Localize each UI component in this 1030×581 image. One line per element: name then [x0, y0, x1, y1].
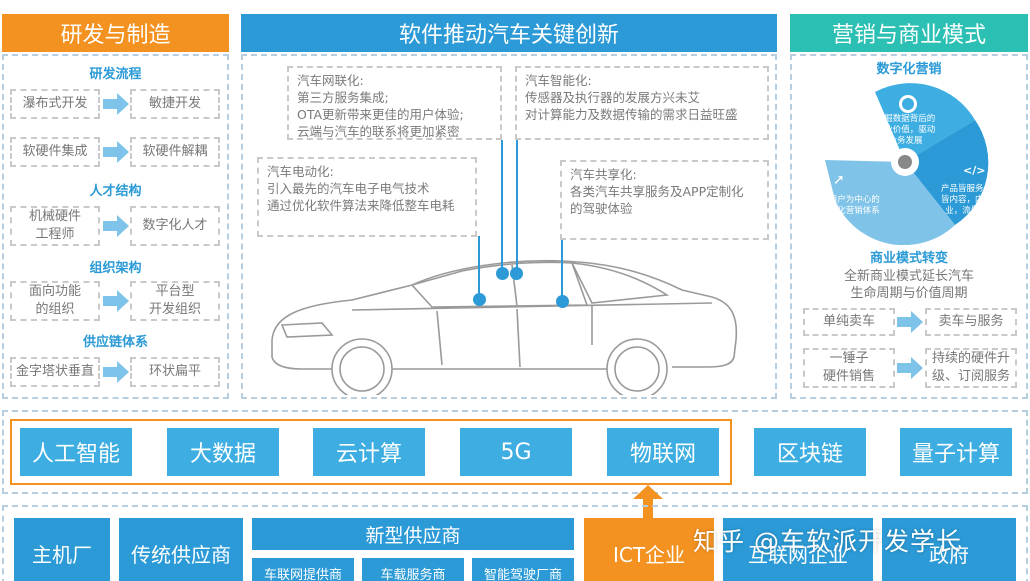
arrow-right-icon — [103, 361, 129, 383]
box-oem: 主机厂 — [14, 518, 110, 581]
box-waterfall: 瀑布式开发 — [10, 89, 100, 119]
label-rd-process: 研发流程 — [2, 63, 229, 82]
box-car-and-service: 卖车与服务 — [925, 308, 1017, 336]
connector-dot — [556, 295, 569, 308]
label-business-model: 商业模式转变 — [790, 247, 1028, 266]
box-hw-sw-decoupling: 软硬件解耦 — [130, 137, 220, 167]
connector-dot — [510, 267, 523, 280]
panel-title-marketing: 营销与商业模式 — [790, 14, 1028, 52]
box-agile: 敏捷开发 — [130, 89, 220, 119]
cycle-text-right: 产品皆服务，服务 皆内容，内容即商 业，流量即销量 — [930, 184, 1020, 217]
box-pyramid-vertical: 金字塔状垂直 — [10, 357, 100, 387]
arrow-right-icon — [103, 290, 129, 312]
panel-title-rd: 研发与制造 — [2, 14, 229, 52]
tech-5g: 5G — [460, 428, 572, 476]
code-icon: </> — [963, 164, 985, 177]
panel-title-software: 软件推动汽车关键创新 — [241, 14, 777, 52]
box-adas-vendor: 智能驾驶厂商 — [472, 558, 574, 581]
connector-line — [561, 240, 563, 300]
box-continuous-service: 持续的硬件升 级、订阅服务 — [925, 348, 1017, 388]
business-desc: 全新商业模式延长汽车 生命周期与价值周期 — [790, 268, 1028, 302]
note-electrified: 汽车电动化: 引入最先的汽车电子电气技术 通过优化软件算法来降低整车电耗 — [257, 157, 477, 237]
label-talent-structure: 人才结构 — [2, 180, 229, 199]
box-sell-car: 单纯卖车 — [803, 308, 895, 336]
connector-line — [478, 236, 480, 298]
note-intelligent: 汽车智能化: 传感器及执行器的发展方兴未艾 对计算能力及数据传输的需求日益旺盛 — [515, 66, 769, 140]
box-digital-talent: 数字化人才 — [130, 206, 220, 246]
connector-line — [516, 140, 518, 272]
arrow-right-icon — [897, 357, 923, 379]
cycle-text-left: 以用户为中心的 数字化营销体系 — [810, 195, 890, 217]
rocket-icon: ➚ — [833, 172, 845, 188]
tech-quantum: 量子计算 — [900, 428, 1012, 476]
tech-big-data: 大数据 — [167, 428, 279, 476]
watermark: 知乎 @车软派开发学长 — [693, 522, 962, 558]
connector-line — [501, 140, 503, 272]
box-traditional-supplier: 传统供应商 — [119, 518, 243, 581]
label-digital-marketing: 数字化营销 — [790, 58, 1028, 77]
label-org-structure: 组织架构 — [2, 257, 229, 276]
cycle-text-top: 挖掘数据背后的 商业价值，驱动 业务发展 — [858, 114, 953, 147]
tech-cloud: 云计算 — [313, 428, 425, 476]
box-platform-org: 平台型 开发组织 — [130, 281, 220, 321]
connector-dot — [473, 293, 486, 306]
box-hw-sw-integration: 软硬件集成 — [10, 137, 100, 167]
arrow-right-icon — [897, 311, 923, 333]
arrow-right-icon — [103, 141, 129, 163]
tech-iot: 物联网 — [607, 428, 719, 476]
box-function-org: 面向功能 的组织 — [10, 281, 100, 321]
box-ring-flat: 环状扁平 — [130, 357, 220, 387]
label-supply-chain: 供应链体系 — [2, 331, 229, 350]
arrow-right-icon — [103, 93, 129, 115]
box-one-time-hw: 一锤子 硬件销售 — [803, 348, 895, 388]
box-in-car-service: 车载服务商 — [362, 558, 464, 581]
tech-blockchain: 区块链 — [754, 428, 866, 476]
arrow-right-icon — [103, 215, 129, 237]
box-mech-engineer: 机械硬件 工程师 — [10, 206, 100, 246]
box-telematics-provider: 车联网提供商 — [252, 558, 354, 581]
connector-dot — [496, 267, 509, 280]
note-connected: 汽车网联化: 第三方服务集成; OTA更新带来更佳的用户体验; 云端与汽车的联系… — [287, 66, 502, 140]
note-shared: 汽车共享化: 各类汽车共享服务及APP定制化 的驾驶体验 — [560, 160, 769, 240]
tech-ai: 人工智能 — [20, 428, 132, 476]
search-icon — [899, 95, 917, 113]
box-new-supplier: 新型供应商 — [252, 518, 574, 550]
